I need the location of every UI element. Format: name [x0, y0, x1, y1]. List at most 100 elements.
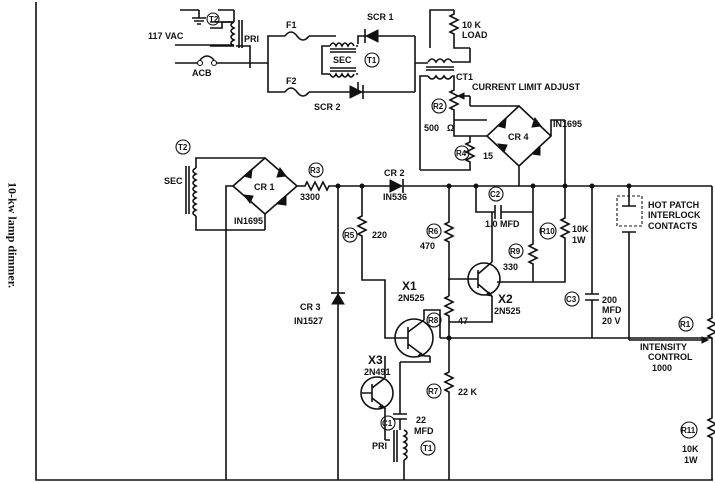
label-control: CONTROL [648, 352, 693, 362]
label-r8-value: 47 [458, 316, 468, 326]
label-c3: C3 [566, 295, 577, 304]
label-c1-unit: MFD [414, 426, 434, 436]
label-c3-voltage: 20 V [602, 316, 621, 326]
label-r2-value: 500 [424, 123, 439, 133]
t1-bottom-transformer-icon [385, 429, 408, 480]
label-load: LOAD [462, 30, 488, 40]
label-hot-patch: HOT PATCH [648, 200, 699, 210]
diode-icon [338, 179, 712, 193]
label-r11-watt: 1W [684, 455, 698, 465]
resistor-icon [448, 10, 470, 49]
label-ohm-r2: Ω [447, 123, 454, 133]
label-c2: C2 [490, 190, 501, 199]
label-cr1-type: IN1695 [234, 216, 263, 226]
x3-transistor-icon [360, 356, 394, 440]
breaker-icon [175, 55, 250, 67]
label-r1: R1 [680, 320, 691, 329]
resistor-icon [448, 84, 471, 120]
label-r8: R8 [428, 316, 439, 325]
label-cr4: CR 4 [508, 132, 529, 142]
label-pri-top: PRI [244, 34, 259, 44]
label-cr4-type: IN1695 [553, 119, 582, 129]
label-t2-top: T2 [209, 15, 219, 24]
label-cr3-type: IN1527 [294, 316, 323, 326]
label-f1: F1 [286, 20, 297, 30]
label-x1-type: 2N525 [398, 293, 425, 303]
label-r7: R7 [428, 387, 439, 396]
label-r3: R3 [310, 166, 321, 175]
resistor-icon [443, 186, 455, 280]
label-cr2-type: IN536 [383, 192, 407, 202]
interlock-contacts-icon [616, 186, 643, 340]
label-f2: F2 [286, 76, 297, 86]
capacitor-icon [393, 362, 407, 430]
label-sec-left: SEC [164, 176, 183, 186]
cr4-bridge-icon [453, 104, 565, 186]
label-t2-left: T2 [178, 143, 188, 152]
cr1-bridge-icon [225, 156, 299, 480]
label-r6-value: 470 [420, 241, 435, 251]
x2-transistor-icon [448, 212, 501, 323]
label-vac: 117 VAC [148, 31, 184, 41]
label-intensity: INTENSITY [640, 342, 687, 352]
label-sec-top: SEC [333, 55, 352, 65]
label-cr3: CR 3 [300, 302, 321, 312]
scr-icon [349, 82, 415, 99]
label-interlock: INTERLOCK [648, 210, 701, 220]
label-r10: R10 [540, 227, 555, 236]
label-r7-value: 22 K [458, 387, 478, 397]
label-x3: X3 [368, 353, 383, 367]
ground-icon [180, 9, 206, 25]
label-c1: C1 [382, 419, 393, 428]
t2-left-transformer-icon [185, 157, 265, 231]
label-c3-unit: MFD [602, 305, 622, 315]
capacitor-icon [475, 186, 534, 219]
ct1-transformer-icon [419, 48, 471, 170]
resistor-icon [706, 186, 715, 410]
label-r9-value: 330 [503, 262, 518, 272]
label-acb: ACB [192, 68, 212, 78]
label-load-value: 10 K [462, 20, 482, 30]
label-r6: R6 [428, 227, 439, 236]
label-x2: X2 [498, 292, 513, 306]
resistor-icon [356, 186, 368, 250]
label-c2-value: 1.0 MFD [485, 219, 520, 229]
t1-top-transformer-icon [321, 42, 358, 78]
label-r5: R5 [344, 231, 355, 240]
fuse-icon [284, 31, 336, 41]
label-x3-type: 2N491 [364, 367, 391, 377]
label-r3-value: 3300 [300, 192, 320, 202]
label-c3-value: 200 [602, 295, 617, 305]
label-x1: X1 [402, 279, 417, 293]
label-intensity-value: 1000 [652, 363, 672, 373]
label-r10-watt: 1W [572, 235, 586, 245]
diode-icon [331, 292, 345, 305]
resistor-icon [706, 410, 715, 480]
label-r4: R4 [456, 149, 467, 158]
fuse-icon [284, 87, 350, 97]
resistor-icon [497, 186, 571, 283]
resistor-icon [443, 338, 455, 480]
label-scr2: SCR 2 [314, 102, 341, 112]
label-current-limit: CURRENT LIMIT ADJUST [472, 82, 581, 92]
resistor-icon [527, 212, 539, 282]
label-cr2: CR 2 [384, 168, 405, 178]
label-r4-value: 15 [483, 151, 493, 161]
capacitor-icon [585, 186, 599, 338]
frame-border [35, 2, 713, 481]
label-r11: R11 [681, 426, 696, 435]
label-t1-bottom: T1 [423, 444, 433, 453]
label-r10-value: 10K [572, 224, 589, 234]
label-pri-bottom: PRI [372, 441, 387, 451]
resistor-icon [297, 180, 338, 192]
label-c1-value: 22 [416, 415, 426, 425]
label-cr1: CR 1 [254, 182, 275, 192]
resistor-icon [420, 136, 476, 171]
label-ct1: CT1 [456, 72, 473, 82]
label-r9: R9 [510, 247, 521, 256]
label-r11-value: 10K [682, 444, 699, 454]
label-x2-type: 2N525 [494, 306, 521, 316]
label-contacts: CONTACTS [648, 221, 697, 231]
resistor-icon [443, 295, 455, 338]
scr-icon [357, 29, 415, 44]
